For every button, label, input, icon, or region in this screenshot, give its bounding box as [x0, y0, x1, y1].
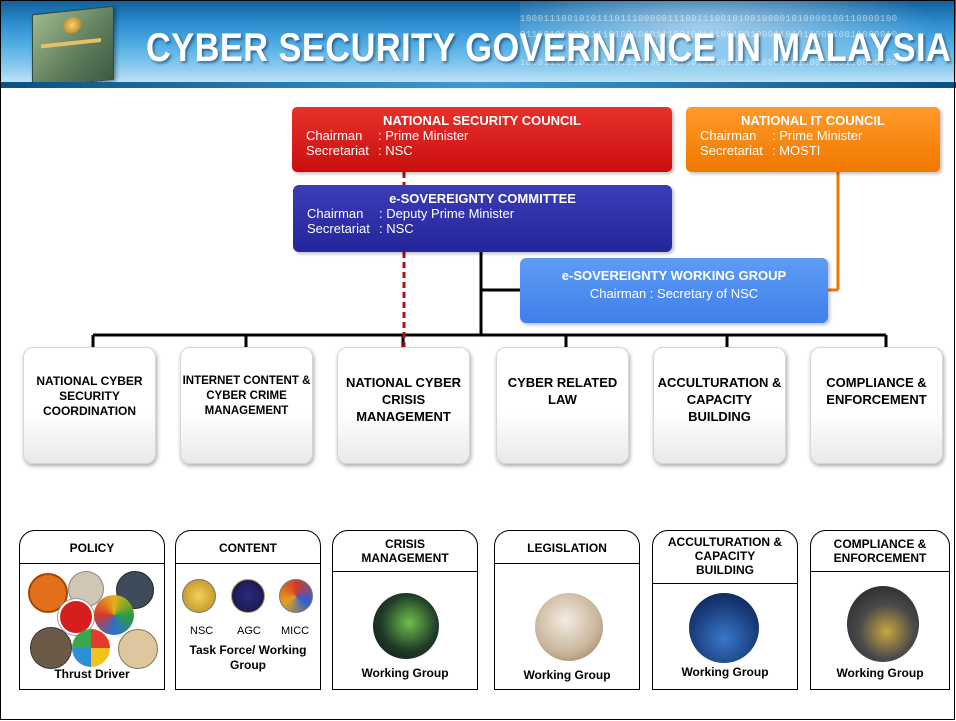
nsc-chairman-value: : Prime Minister — [378, 128, 469, 143]
function-label: NATIONAL CYBER — [345, 375, 462, 390]
function-label: LAW — [548, 392, 577, 407]
function-label: BUILDING — [688, 409, 751, 424]
national-it-council-box: NATIONAL IT COUNCIL Chairman : Prime Mini… — [686, 107, 940, 172]
national-security-council-box: NATIONAL SECURITY COUNCIL Chairman : Prim… — [292, 107, 672, 172]
function-label: NATIONAL CYBER — [36, 374, 143, 388]
nsc-emblem-icon — [182, 579, 216, 613]
card-title: COMPLIANCE & — [833, 537, 927, 551]
card-caption: Working Group — [681, 665, 769, 679]
ewg-title: e-SOVEREIGNTY WORKING GROUP — [561, 268, 787, 283]
function-label: ENFORCEMENT — [826, 392, 927, 407]
function-box-national-cyber-security: NATIONAL CYBER SECURITY COORDINATION — [23, 347, 156, 464]
function-label: ACCULTURATION & — [657, 375, 782, 390]
e-sovereignty-committee-box: e-SOVEREIGNTY COMMITTEE Chairman : Deputy… — [293, 185, 672, 252]
policy-card: POLICY Thrust Driver — [19, 530, 165, 690]
biohazard-computer-icon — [373, 593, 439, 659]
card-title: CONTENT — [219, 541, 277, 555]
card-title: ENFORCEMENT — [833, 551, 927, 565]
nitc-title: NATIONAL IT COUNCIL — [741, 113, 885, 128]
card-title: ACCULTURATION & — [667, 535, 783, 549]
nitc-secretariat-label: Secretariat — [700, 143, 763, 158]
card-caption: Working Group — [836, 666, 924, 680]
card-title: POLICY — [69, 541, 115, 555]
card-caption: Task Force/ Working — [189, 643, 307, 657]
function-label: CYBER CRIME — [206, 390, 287, 402]
esc-secretariat-value: : NSC — [379, 221, 414, 236]
card-title: CRISIS — [384, 537, 425, 551]
function-box-compliance: COMPLIANCE & ENFORCEMENT — [810, 347, 943, 464]
e-sovereignty-working-group-box: e-SOVEREIGNTY WORKING GROUP Chairman : S… — [520, 258, 828, 323]
acculturation-card: ACCULTURATION & CAPACITY BUILDING Workin… — [652, 530, 798, 690]
binary-row: 0111010100011110100101011100100111001001… — [520, 30, 898, 40]
crisis-management-card: CRISIS MANAGEMENT Working Group — [332, 530, 478, 690]
card-caption: Working Group — [523, 668, 611, 682]
card-title: CAPACITY — [694, 549, 756, 563]
function-label: SECURITY — [59, 389, 120, 403]
card-caption: Thrust Driver — [54, 667, 130, 681]
compliance-card: COMPLIANCE & ENFORCEMENT Working Group — [810, 530, 950, 690]
nsc-chairman-label: Chairman — [306, 128, 363, 143]
agc-emblem-icon — [231, 579, 265, 613]
function-label: CRISIS — [381, 392, 426, 407]
binary-row: 1000111001010111011100000111001110010100… — [520, 58, 898, 68]
binary-row: 1000111001010111011100000111001110010100… — [520, 14, 898, 24]
chains-icon — [30, 627, 72, 669]
function-label: CAPACITY — [686, 392, 753, 407]
people-globe-icon — [689, 593, 759, 663]
nitc-secretariat-value: : MOSTI — [772, 143, 821, 158]
card-title: MANAGEMENT — [361, 551, 449, 565]
card-title: LEGISLATION — [527, 541, 607, 555]
function-box-internet-content: INTERNET CONTENT & CYBER CRIME MANAGEMEN… — [180, 347, 313, 464]
agency-label: AGC — [237, 625, 261, 637]
esc-chairman-label: Chairman — [307, 206, 364, 221]
card-caption: Group — [230, 658, 266, 672]
esc-secretariat-label: Secretariat — [307, 221, 370, 236]
function-label: MANAGEMENT — [204, 405, 289, 417]
function-label: CYBER RELATED — [507, 375, 618, 390]
puzzle-icon — [72, 629, 110, 667]
content-card: CONTENT NSC AGC MICC Task Force/ Working… — [175, 530, 321, 690]
nsc-secretariat-value: : NSC — [378, 143, 413, 158]
banner-glow — [520, 0, 956, 88]
agency-label: MICC — [281, 625, 310, 637]
function-label: INTERNET CONTENT & — [182, 375, 311, 387]
esc-title: e-SOVEREIGNTY COMMITTEE — [389, 191, 576, 206]
function-label: COMPLIANCE & — [826, 375, 927, 390]
micc-emblem-icon — [279, 579, 313, 613]
function-box-cyber-law: CYBER RELATED LAW — [496, 347, 629, 464]
nsc-title: NATIONAL SECURITY COUNCIL — [383, 113, 581, 128]
nitc-chairman-value: : Prime Minister — [772, 128, 863, 143]
function-box-acculturation: ACCULTURATION & CAPACITY BUILDING — [653, 347, 786, 464]
legislation-card: LEGISLATION Working Group — [494, 530, 640, 690]
nitc-chairman-label: Chairman — [700, 128, 757, 143]
card-caption: Working Group — [361, 666, 449, 680]
card-title: BUILDING — [696, 563, 754, 577]
header-banner: 1000111001010111011100000111001110010100… — [0, 0, 956, 88]
function-label: MANAGEMENT — [356, 409, 451, 424]
nsc-secretariat-label: Secretariat — [306, 143, 369, 158]
scroll-icon — [118, 629, 158, 669]
people-ring-icon — [94, 595, 134, 635]
gavel-icon — [535, 593, 603, 661]
policy-icon-collage — [28, 571, 158, 669]
function-label: COORDINATION — [42, 404, 137, 418]
function-box-cyber-crisis: NATIONAL CYBER CRISIS MANAGEMENT — [337, 347, 470, 464]
padlock-keyboard-icon — [847, 586, 919, 662]
esc-chairman-value: : Deputy Prime Minister — [379, 206, 515, 221]
ewg-chairman: Chairman : Secretary of NSC — [589, 286, 759, 301]
page-title: CYBER SECURITY GOVERNANCE IN MALAYSIA — [146, 26, 952, 70]
agency-label: NSC — [190, 625, 214, 637]
